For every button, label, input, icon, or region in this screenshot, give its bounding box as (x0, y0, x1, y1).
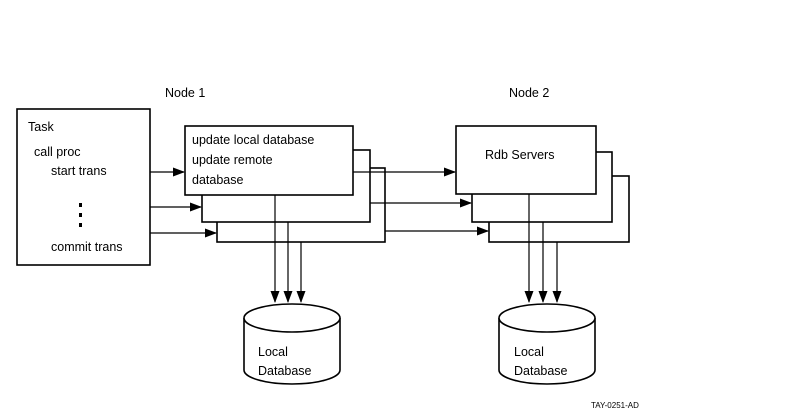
node1-line-1: update local database (192, 133, 314, 147)
task-line-commit-trans: commit trans (51, 240, 123, 254)
figure-id: TAY-0251-AD (591, 401, 639, 410)
db-right-line-1: Local (514, 345, 544, 359)
task-to-node1-arrows (150, 167, 217, 238)
db-right-line-2: Database (514, 364, 568, 378)
node1-to-node2-arrows (353, 167, 489, 236)
task-title: Task (28, 120, 54, 134)
db-left-line-1: Local (258, 345, 288, 359)
node1-line-3: database (192, 173, 243, 187)
database-left-cylinder-icon: Local Database (243, 303, 341, 385)
task-box: Task call proc start trans commit trans (16, 108, 151, 266)
task-line-start-trans: start trans (51, 164, 107, 178)
node1-process-front (184, 125, 354, 196)
node2-server-front (455, 125, 597, 195)
task-line-call-proc: call proc (34, 145, 81, 159)
node1-process-stack: update local database update remote data… (184, 125, 386, 243)
node2-label: Node 2 (509, 86, 549, 100)
ellipsis-dots (79, 203, 82, 227)
node1-to-db-arrows (270, 195, 306, 303)
node2-to-db-arrows (524, 194, 562, 303)
db-left-line-2: Database (258, 364, 312, 378)
node2-server-stack: Rdb Servers (455, 125, 630, 243)
node1-label: Node 1 (165, 86, 205, 100)
database-right-cylinder-icon: Local Database (498, 303, 596, 385)
node1-line-2: update remote (192, 153, 273, 167)
node2-label-rdb-servers: Rdb Servers (485, 148, 554, 162)
